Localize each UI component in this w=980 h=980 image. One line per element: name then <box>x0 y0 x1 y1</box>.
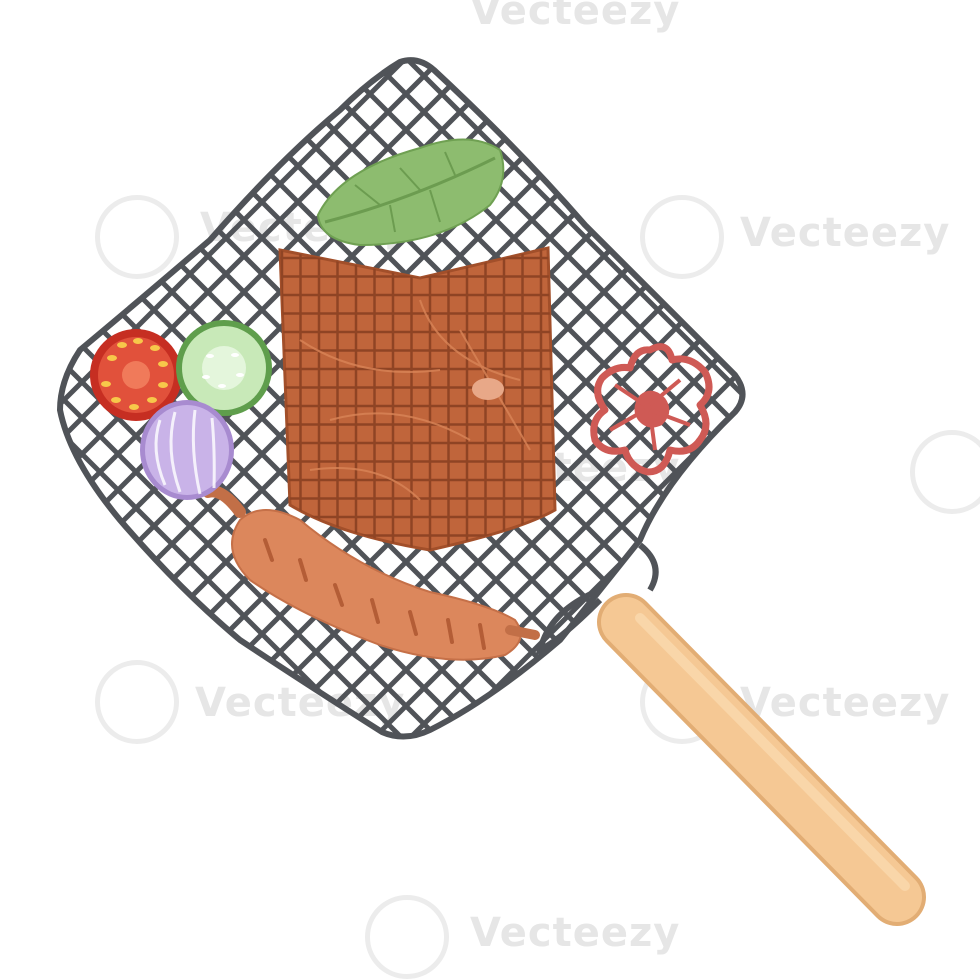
cucumber-icon <box>176 320 272 416</box>
leaf-icon <box>316 138 505 247</box>
watermark-logo-icon <box>365 895 449 979</box>
onion-icon <box>140 400 234 500</box>
grill-wire <box>382 60 743 737</box>
grill-wire <box>562 60 743 737</box>
grill-wire <box>310 60 743 737</box>
tomato-icon <box>90 329 182 421</box>
pepper-core-icon <box>609 378 691 451</box>
watermark-logo-icon <box>910 430 980 514</box>
grill-wire <box>202 60 743 737</box>
watermark-logo-icon <box>95 195 179 279</box>
grill-wire <box>0 0 32 800</box>
grill-wire <box>346 60 743 737</box>
grill-wire <box>346 60 743 737</box>
grill-wire <box>274 60 743 737</box>
grill-wire <box>0 0 32 800</box>
watermark-text: Vecteezy <box>740 680 951 726</box>
pepper-ring-icon <box>590 343 713 476</box>
grill-wire <box>60 60 430 737</box>
watermark-logo-icon <box>640 195 724 279</box>
handle-icon <box>535 542 926 926</box>
steak-icon <box>278 246 557 552</box>
grill-wire <box>562 60 743 737</box>
watermark-logo-icon <box>95 660 179 744</box>
watermark-text: Vecteezy <box>470 0 681 34</box>
grill-wire <box>60 60 106 737</box>
grill-wire <box>60 60 466 737</box>
grill-wire <box>60 60 106 737</box>
watermark-text: Vecteezy <box>740 210 951 256</box>
watermark-text: Vecteezy <box>470 910 681 956</box>
